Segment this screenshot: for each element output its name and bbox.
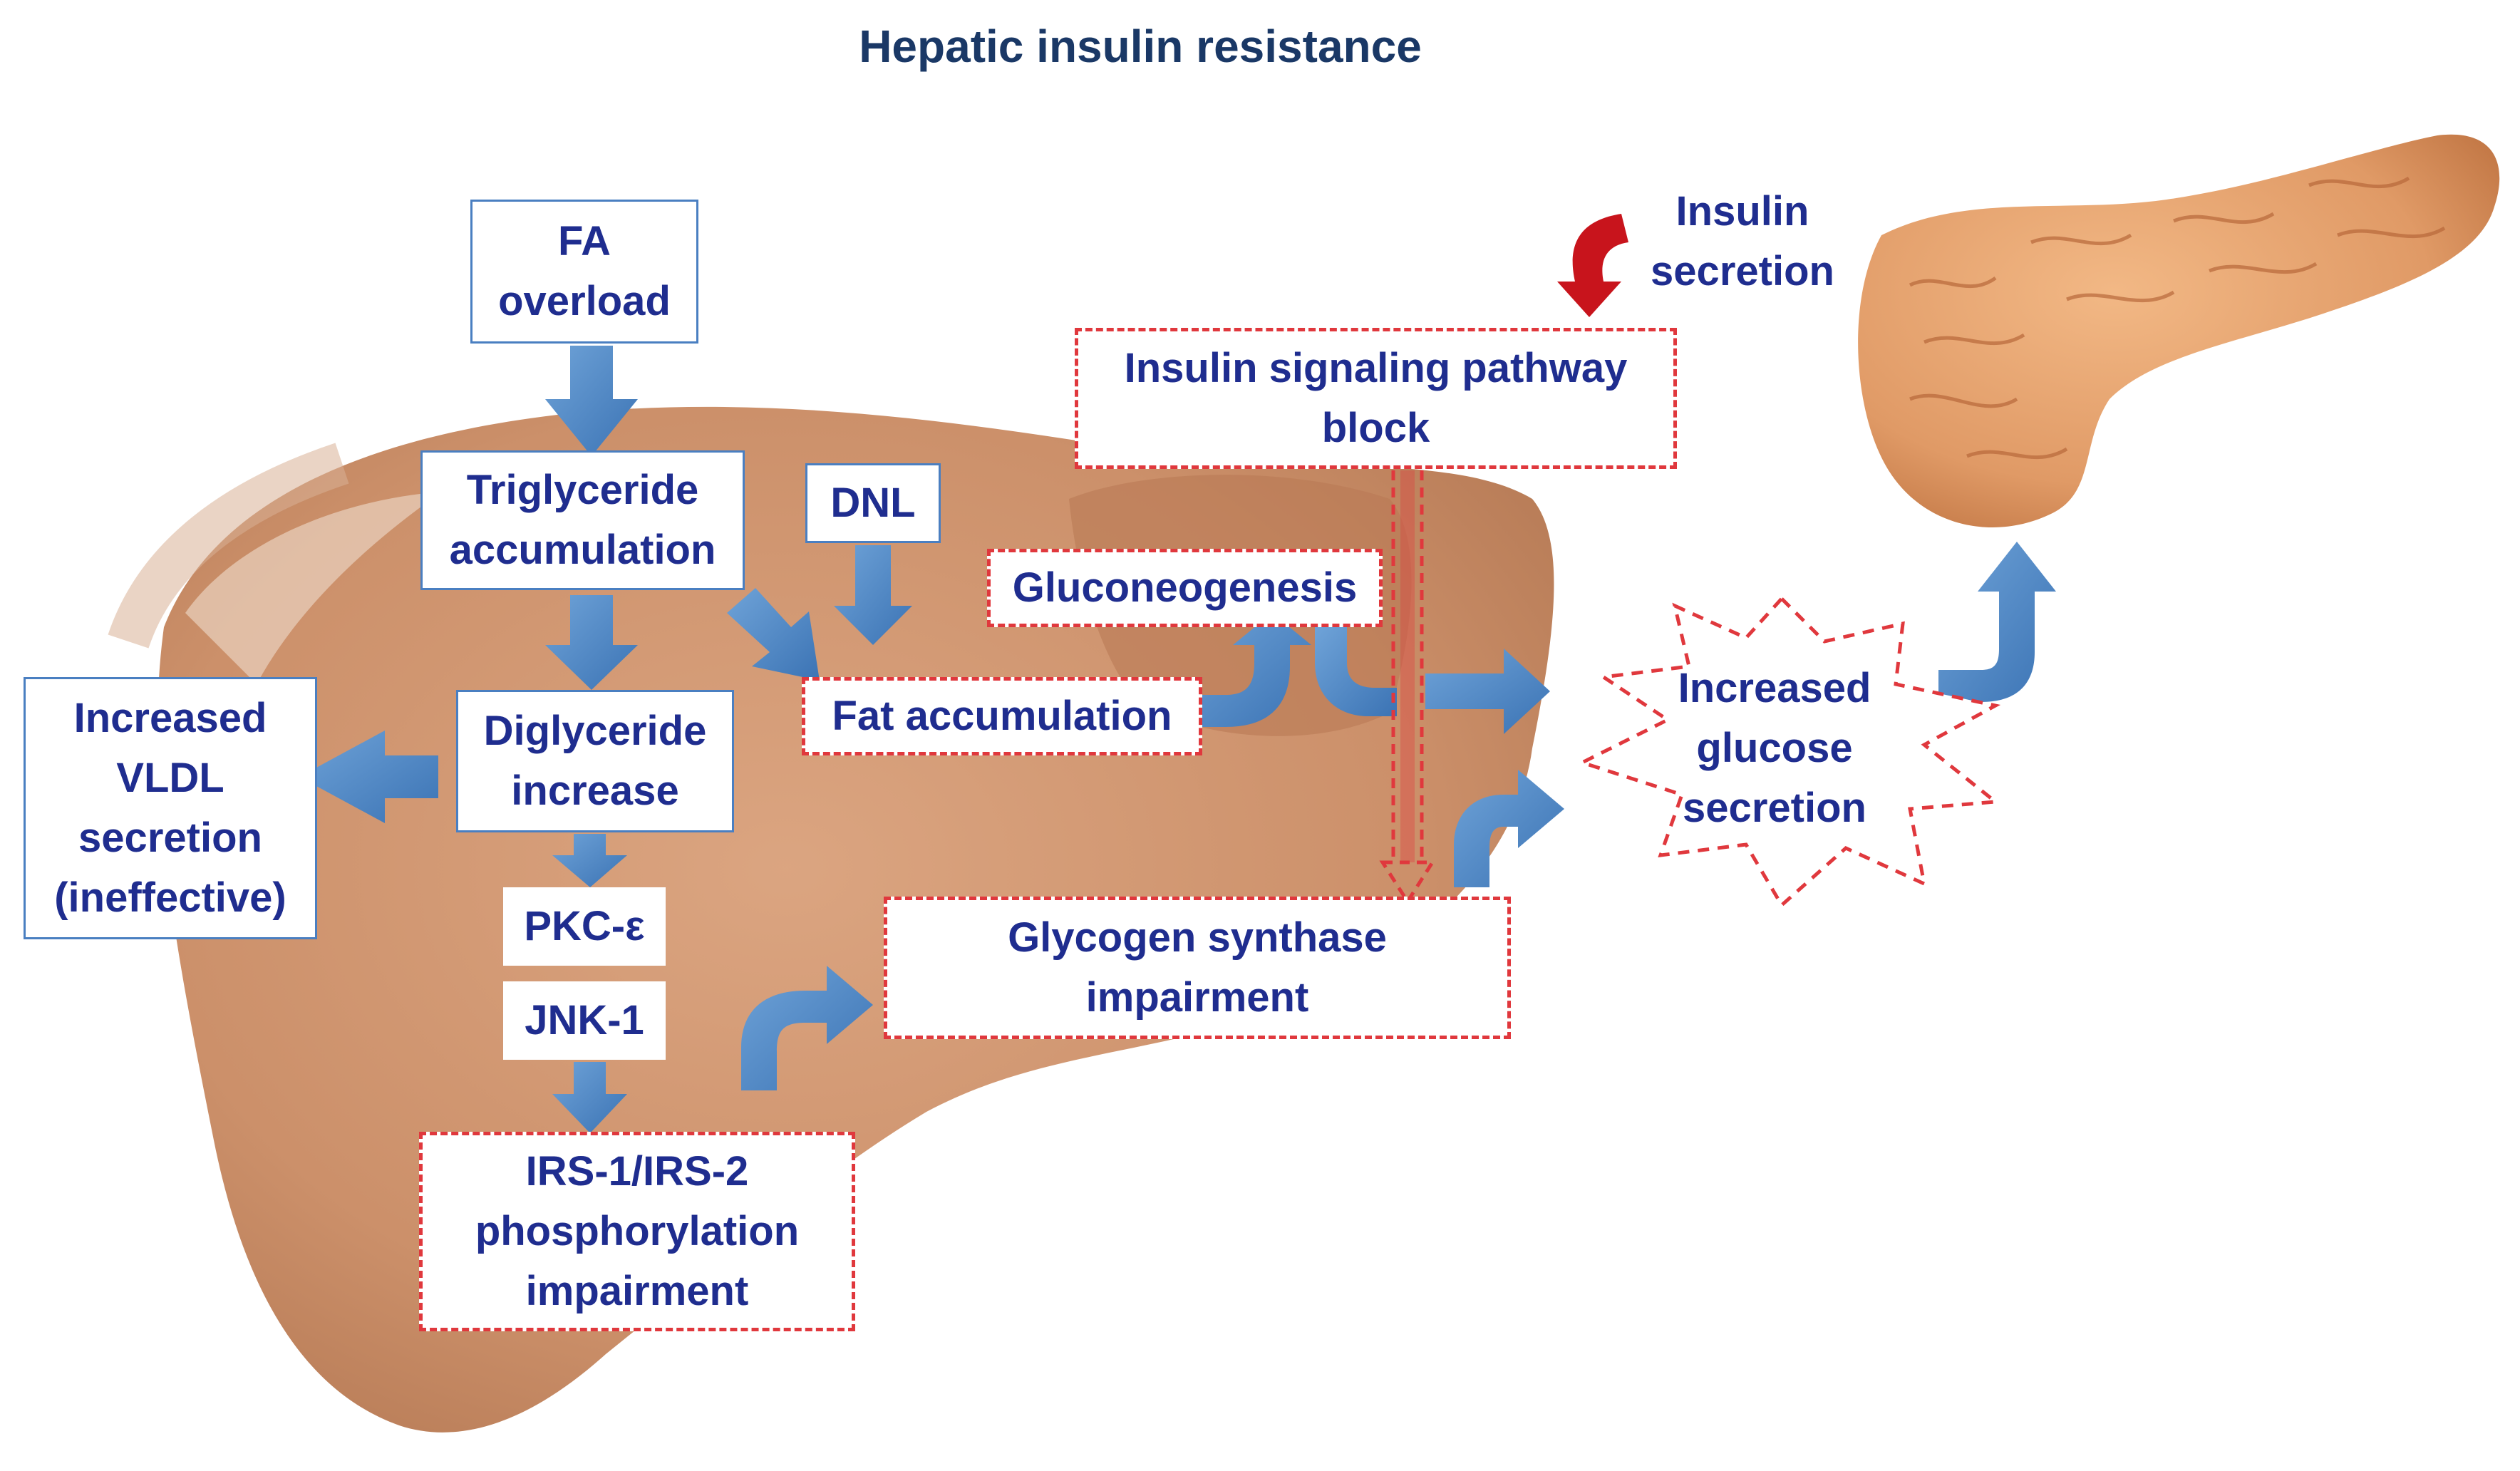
- arrow-diglyceride-to-vldl: [299, 731, 438, 823]
- node-vldl: Increased VLDL secretion (ineffective): [24, 677, 317, 939]
- arrow-gluconeogenesis-to-glucose: [1425, 649, 1550, 734]
- arrow-glucose-to-pancreas: [1938, 542, 2056, 702]
- arrow-gluconeogenesis-curve: [1315, 627, 1397, 716]
- pancreas-illustration: [1858, 134, 2500, 528]
- node-irs: IRS-1/IRS-2 phosphorylation impairment: [419, 1132, 855, 1331]
- node-glycogen-synthase-label: Glycogen synthase impairment: [1008, 914, 1387, 1021]
- node-glucose-secretion-label: Increased glucose secretion: [1678, 664, 1871, 832]
- node-jnk-label: JNK-1: [525, 996, 644, 1043]
- node-glycogen-synthase: Glycogen synthase impairment: [884, 897, 1511, 1039]
- node-fa-overload-label: FA overload: [498, 217, 671, 324]
- node-insulin-signaling-label: Insulin signaling pathway block: [1124, 344, 1628, 451]
- diagram-title: Hepatic insulin resistance: [859, 21, 1422, 72]
- node-fat-accumulation-label: Fat accumulation: [832, 692, 1172, 739]
- node-pkc: PKC-ε: [503, 887, 666, 966]
- node-fat-accumulation: Fat accumulation: [802, 677, 1202, 755]
- flow-arrows: [299, 346, 2056, 1133]
- node-jnk: JNK-1: [503, 981, 666, 1060]
- node-gluconeogenesis-label: Gluconeogenesis: [1012, 564, 1358, 611]
- insulin-secretion-arrow: [1557, 214, 1628, 317]
- arrow-triglyceride-to-diglyceride: [545, 595, 638, 690]
- arrow-signaling-to-glycogen: [1379, 470, 1436, 905]
- arrow-jnk-to-irs: [552, 1062, 627, 1133]
- arrow-diglyceride-to-pkc: [552, 834, 627, 887]
- glucose-secretion-star: [1577, 596, 2001, 908]
- node-diglyceride: Diglyceride increase: [456, 690, 734, 832]
- node-triglyceride-label: Triglyceride accumulation: [449, 466, 716, 573]
- arrow-fat-to-gluconeogenesis: [1183, 613, 1311, 727]
- insulin-secretion-text: Insulin secretion: [1651, 188, 1834, 295]
- node-irs-label: IRS-1/IRS-2 phosphorylation impairment: [475, 1147, 800, 1315]
- node-fa-overload: FA overload: [470, 200, 698, 344]
- node-pkc-label: PKC-ε: [524, 902, 645, 949]
- node-diglyceride-label: Diglyceride increase: [483, 707, 707, 814]
- node-gluconeogenesis: Gluconeogenesis: [987, 549, 1383, 627]
- node-insulin-signaling: Insulin signaling pathway block: [1075, 328, 1677, 469]
- arrow-irs-to-glycogen: [741, 966, 873, 1090]
- arrow-dnl-to-fat: [834, 545, 912, 645]
- node-dnl-label: DNL: [830, 479, 916, 526]
- node-triglyceride: Triglyceride accumulation: [420, 450, 745, 590]
- node-dnl: DNL: [805, 463, 941, 543]
- insulin-secretion-label: Insulin secretion: [1639, 182, 1846, 301]
- arrow-triglyceride-to-fat: [727, 588, 820, 681]
- arrow-fa-to-triglyceride: [545, 346, 638, 456]
- node-glucose-secretion: Increased glucose secretion: [1625, 641, 1924, 855]
- arrow-glycogen-to-glucose: [1454, 770, 1564, 887]
- node-vldl-label: Increased VLDL secretion (ineffective): [54, 694, 286, 922]
